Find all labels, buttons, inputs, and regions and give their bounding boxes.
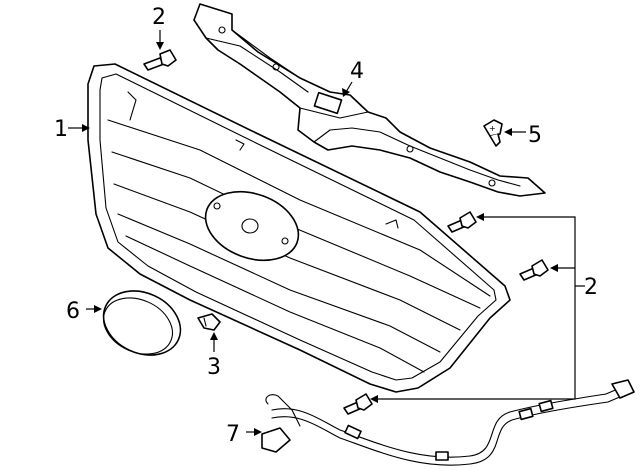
push-pin: +: [483, 119, 503, 147]
callout-7: 7: [226, 422, 240, 447]
bolt-bottom: [343, 393, 373, 415]
plus-mark: +: [489, 124, 496, 133]
bolt-right-middle: [519, 259, 549, 281]
callout-5: 5: [528, 123, 542, 148]
callout-4: 4: [350, 59, 364, 84]
bolt-top: [143, 49, 177, 71]
wiring-harness: [261, 379, 635, 466]
leader-lines: [68, 30, 585, 436]
grille-emblem: [204, 190, 300, 262]
grille-frame: [87, 63, 511, 393]
callout-3: 3: [207, 355, 221, 380]
upper-support-bracket: [193, 3, 546, 197]
callout-1: 1: [54, 117, 68, 142]
callout-2-right: 2: [584, 275, 598, 300]
bolt-right-upper: [447, 211, 477, 233]
callout-2-top: 2: [152, 5, 166, 30]
clip: [197, 313, 221, 331]
emblem: [102, 290, 182, 356]
callout-6: 6: [66, 299, 80, 324]
